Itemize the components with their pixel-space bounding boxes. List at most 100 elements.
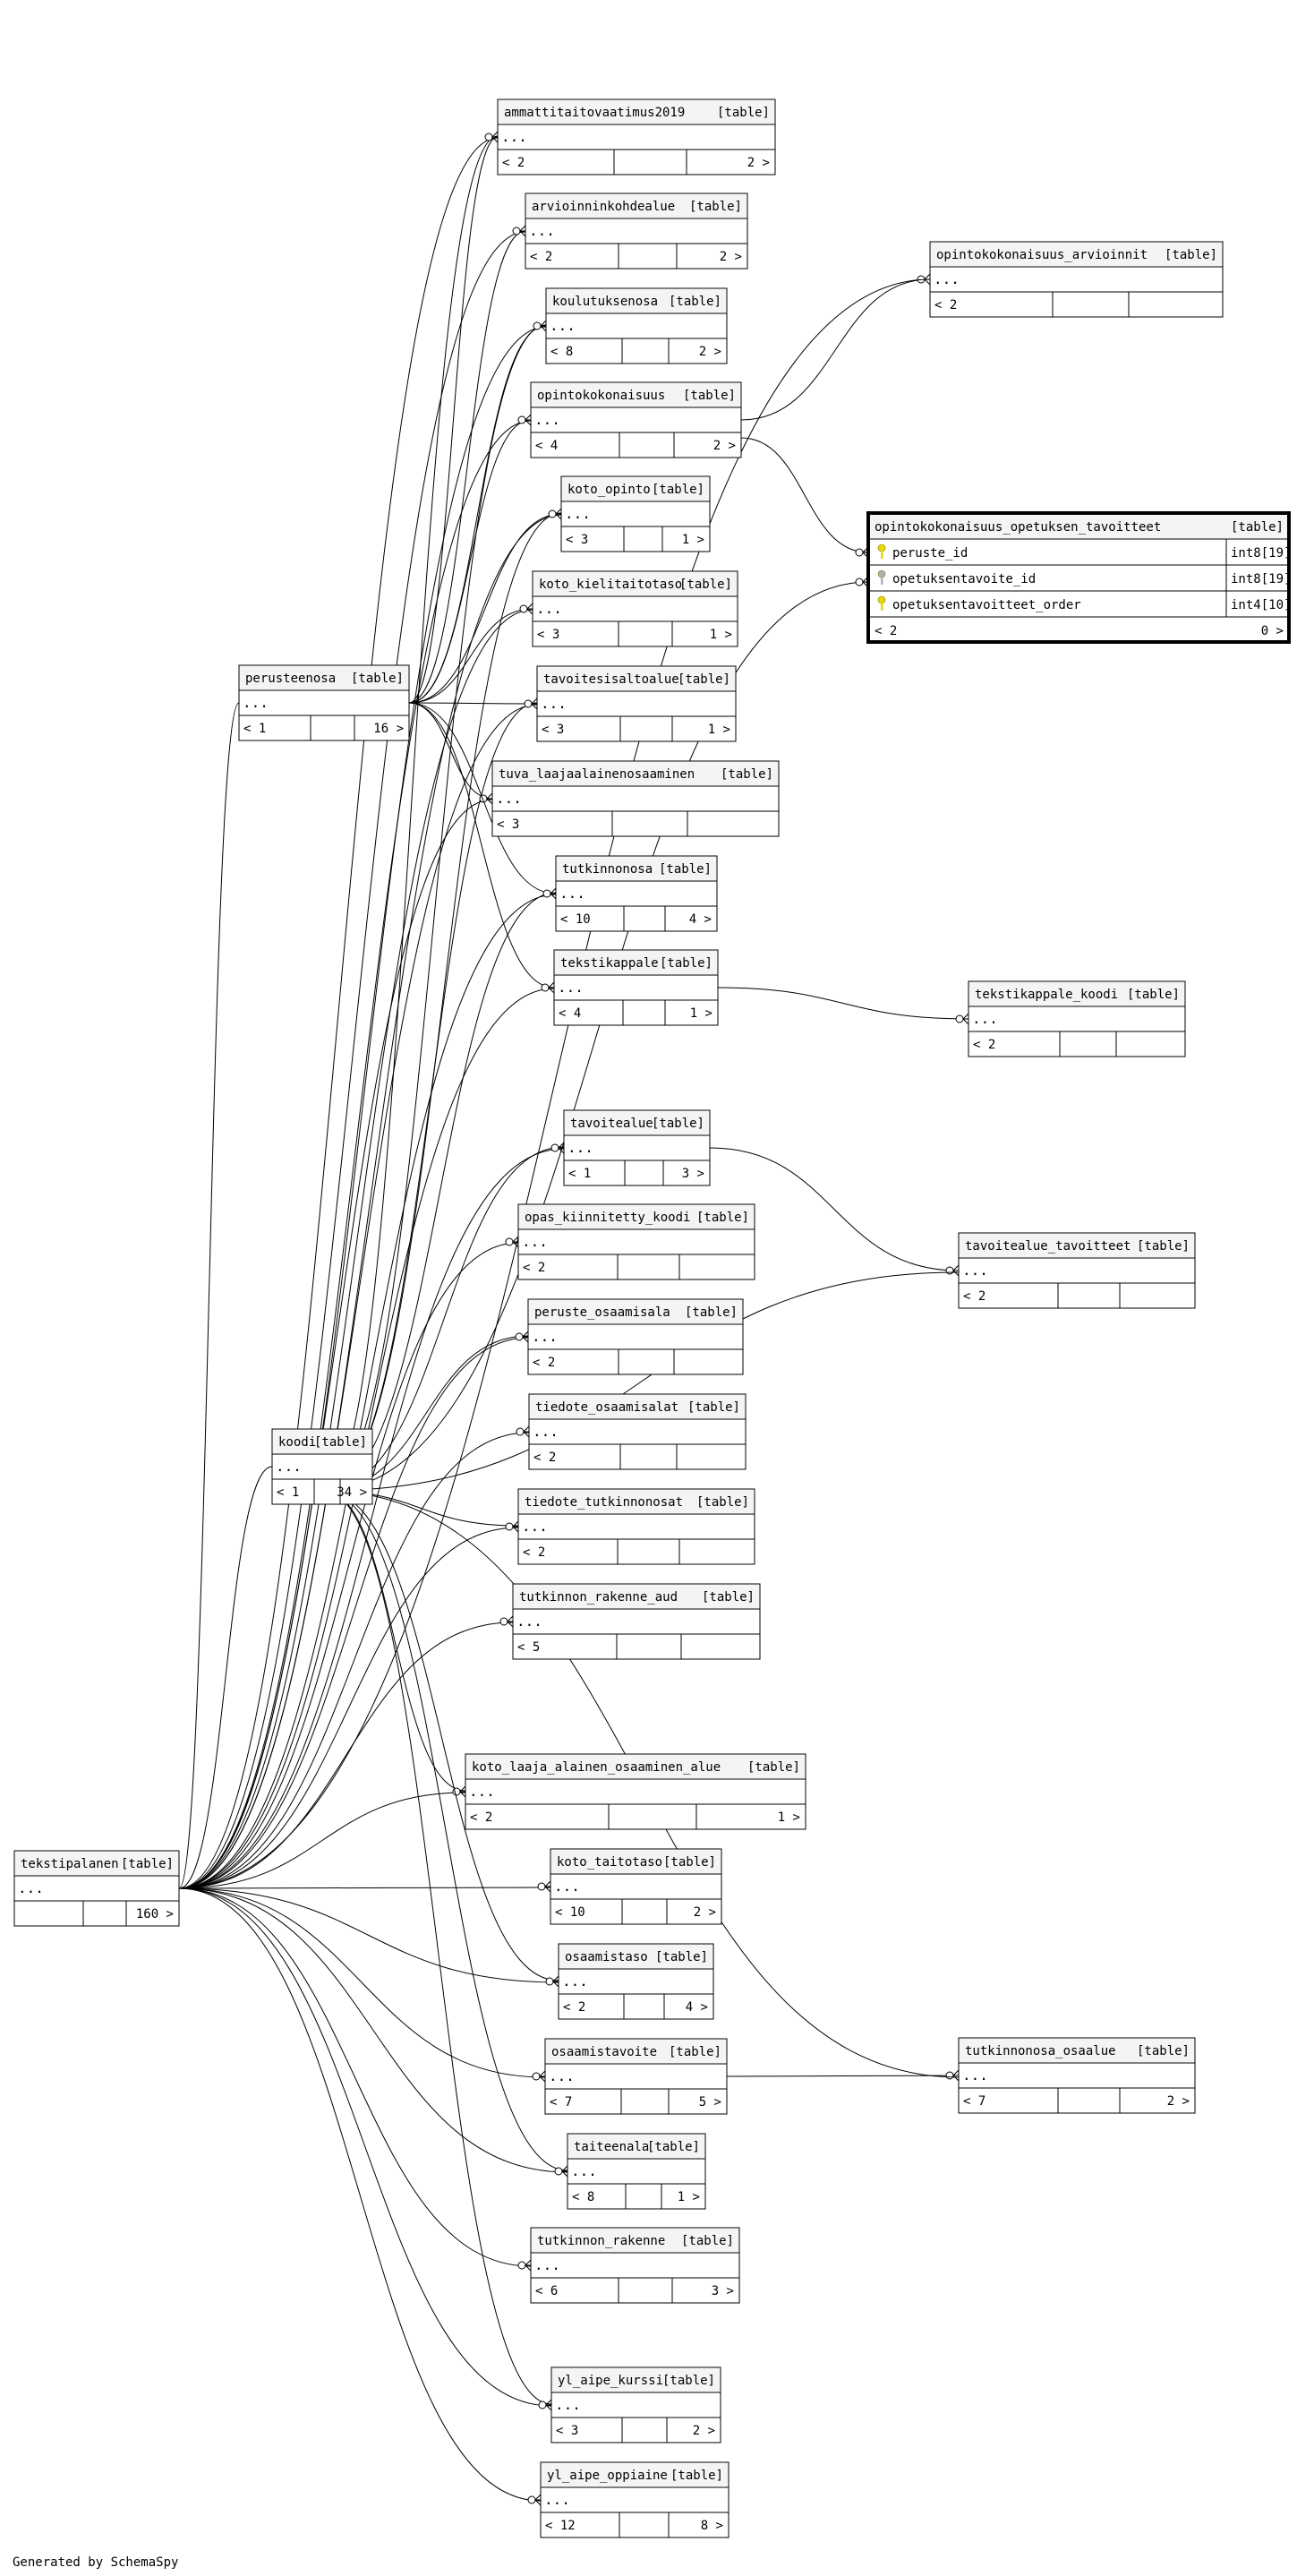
table-columns-collapsed[interactable]: ...	[533, 1423, 559, 1440]
parent-count[interactable]: < 3	[542, 723, 564, 737]
table-columns-collapsed[interactable]: ...	[496, 790, 522, 807]
table-opintokokonaisuus_opetuksen_tavoitteet[interactable]: opintokokonaisuus_opetuksen_tavoitteet[t…	[866, 511, 1291, 644]
table-tiedote_tutkinnonosat[interactable]: tiedote_tutkinnonosat[table]...< 2	[517, 1488, 755, 1565]
parent-count[interactable]: < 3	[537, 628, 559, 642]
child-count[interactable]: 0 >	[1261, 624, 1284, 638]
table-columns-collapsed[interactable]: ...	[501, 128, 527, 145]
table-columns-collapsed[interactable]: ...	[541, 695, 567, 712]
parent-count[interactable]: < 2	[530, 250, 552, 264]
child-count[interactable]: 8 >	[701, 2519, 723, 2533]
table-tavoitealue_tavoitteet[interactable]: tavoitealue_tavoitteet[table]...< 2	[958, 1232, 1196, 1309]
table-columns-collapsed[interactable]: ...	[516, 1613, 542, 1630]
child-count[interactable]: 2 >	[720, 250, 742, 264]
child-count[interactable]: 2 >	[747, 156, 770, 170]
parent-count[interactable]: < 4	[535, 439, 558, 453]
table-columns-collapsed[interactable]: ...	[567, 1139, 593, 1156]
child-count[interactable]: 2 >	[694, 1905, 716, 1920]
parent-count[interactable]: < 6	[535, 2284, 558, 2298]
table-columns-collapsed[interactable]: ...	[532, 1328, 558, 1345]
table-opintokokonaisuus_arvioinnit[interactable]: opintokokonaisuus_arvioinnit[table]...< …	[929, 241, 1224, 318]
parent-count[interactable]: < 10	[560, 912, 591, 927]
table-peruste_osaamisala[interactable]: peruste_osaamisala[table]...< 2	[527, 1298, 744, 1375]
child-count[interactable]: 4 >	[686, 2000, 708, 2015]
table-columns-collapsed[interactable]: ...	[276, 1458, 302, 1475]
child-count[interactable]: 4 >	[689, 912, 712, 927]
parent-count[interactable]: < 3	[497, 817, 519, 832]
table-columns-collapsed[interactable]: ...	[554, 1878, 580, 1895]
parent-count[interactable]: < 3	[566, 533, 588, 547]
child-count[interactable]: 16 >	[373, 722, 404, 736]
table-columns-collapsed[interactable]: ...	[571, 2162, 597, 2179]
parent-count[interactable]: < 2	[934, 298, 957, 312]
table-columns-collapsed[interactable]: ...	[555, 2396, 581, 2413]
table-columns-collapsed[interactable]: ...	[544, 2491, 570, 2508]
parent-count[interactable]: < 2	[875, 624, 897, 638]
parent-count[interactable]: < 10	[555, 1905, 585, 1920]
table-columns-collapsed[interactable]: ...	[562, 1973, 588, 1990]
parent-count[interactable]: < 2	[563, 2000, 585, 2015]
parent-count[interactable]: < 2	[533, 1451, 556, 1465]
child-count[interactable]: 2 >	[713, 439, 736, 453]
parent-count[interactable]: < 2	[470, 1810, 492, 1825]
parent-count[interactable]: < 2	[502, 156, 525, 170]
table-columns-collapsed[interactable]: ...	[534, 411, 560, 428]
parent-count[interactable]: < 2	[523, 1545, 545, 1560]
table-columns-collapsed[interactable]: ...	[934, 270, 960, 287]
table-columns-collapsed[interactable]: ...	[962, 1262, 988, 1279]
table-columns-collapsed[interactable]: ...	[243, 694, 269, 711]
child-count[interactable]: 2 >	[1167, 2094, 1190, 2109]
child-count[interactable]: 1 >	[690, 1006, 712, 1021]
table-columns-collapsed[interactable]: ...	[550, 317, 576, 334]
child-count[interactable]: 3 >	[682, 1167, 704, 1181]
child-count[interactable]: 1 >	[708, 723, 730, 737]
parent-count[interactable]: < 1	[243, 722, 266, 736]
child-count[interactable]: 2 >	[699, 345, 721, 359]
child-count[interactable]: 5 >	[699, 2095, 721, 2110]
parent-count[interactable]: < 2	[973, 1038, 995, 1052]
parent-count[interactable]: < 1	[277, 1485, 299, 1500]
parent-count[interactable]: < 1	[568, 1167, 591, 1181]
table-tiedote_osaamisalat[interactable]: tiedote_osaamisalat[table]...< 2	[528, 1393, 747, 1470]
child-count[interactable]: 1 >	[682, 533, 704, 547]
child-count[interactable]: 3 >	[712, 2284, 734, 2298]
table-columns-collapsed[interactable]: ...	[558, 979, 584, 996]
table-tekstikappale_koodi[interactable]: tekstikappale_koodi[table]...< 2	[968, 980, 1186, 1057]
parent-count[interactable]: < 2	[523, 1261, 545, 1275]
child-count[interactable]: 1 >	[778, 1810, 800, 1825]
child-count[interactable]: 34 >	[337, 1485, 367, 1500]
table-columns-collapsed[interactable]: ...	[522, 1518, 548, 1535]
parent-count[interactable]: < 8	[550, 345, 573, 359]
table-columns-collapsed[interactable]: ...	[559, 885, 585, 902]
table-tekstipalanen[interactable]: tekstipalanen[table]...160 >	[13, 1850, 180, 1927]
table-columns-collapsed[interactable]: ...	[549, 2067, 575, 2084]
table-opas_kiinnitetty_koodi[interactable]: opas_kiinnitetty_koodi[table]...< 2	[517, 1203, 755, 1280]
child-count[interactable]: 2 >	[693, 2424, 715, 2438]
parent-count[interactable]: < 4	[559, 1006, 581, 1021]
parent-count[interactable]: < 2	[533, 1356, 555, 1370]
table-tuva_laajaalainenosaaminen[interactable]: tuva_laajaalainenosaaminen[table]...< 3	[491, 760, 780, 837]
parent-count[interactable]: < 5	[517, 1640, 540, 1655]
parent-count[interactable]: < 8	[572, 2190, 594, 2204]
child-count[interactable]: 1 >	[710, 628, 732, 642]
parent-count[interactable]: < 3	[556, 2424, 578, 2438]
table-columns-collapsed[interactable]: ...	[522, 1233, 548, 1250]
